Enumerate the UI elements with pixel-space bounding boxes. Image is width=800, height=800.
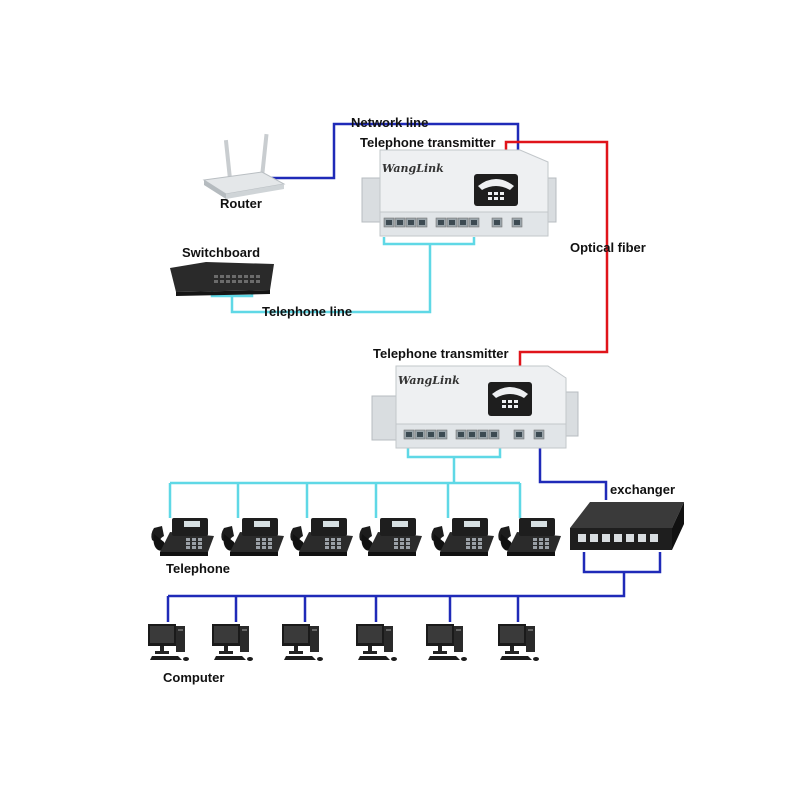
telephone-group <box>151 518 561 556</box>
brand-logo-bottom: WangLink <box>398 374 460 387</box>
desk-phone-icon <box>498 518 561 556</box>
telephone-transmitter-bottom: WangLink <box>372 366 578 448</box>
desktop-computer-icon <box>212 624 253 661</box>
network-line-label: Network line <box>351 115 428 130</box>
transmitter-bottom-label: Telephone transmitter <box>373 346 509 361</box>
brand-logo-top: WangLink <box>382 162 444 175</box>
network-line-computers <box>168 552 660 622</box>
desktop-computer-icon <box>356 624 397 661</box>
telephone-icon-bottom <box>488 382 532 416</box>
desktop-computer-icon <box>282 624 323 661</box>
desktop-computer-icon <box>498 624 539 661</box>
switchboard-icon <box>170 262 274 296</box>
telephone-transmitter-top: WangLink <box>362 150 556 236</box>
telephone-line-label: Telephone line <box>262 304 352 319</box>
transmitter-top-label: Telephone transmitter <box>360 135 496 150</box>
router-icon <box>204 134 284 199</box>
exchanger-label: exchanger <box>610 482 675 497</box>
telephone-icon-top <box>474 174 518 206</box>
desktop-computer-icon <box>426 624 467 661</box>
network-switch-icon <box>570 502 684 550</box>
desk-phone-icon <box>290 518 353 556</box>
desktop-computer-icon <box>148 624 189 661</box>
computer-label: Computer <box>163 670 224 685</box>
desk-phone-icon <box>359 518 422 556</box>
optical-fiber-label: Optical fiber <box>570 240 646 255</box>
desk-phone-icon <box>151 518 214 556</box>
switchboard-label: Switchboard <box>182 245 260 260</box>
network-line-exchanger <box>540 447 606 500</box>
desk-phone-icon <box>221 518 284 556</box>
telephone-line-bottom <box>170 447 520 518</box>
computer-group <box>148 624 539 661</box>
desk-phone-icon <box>431 518 494 556</box>
router-label: Router <box>220 196 262 211</box>
telephone-label: Telephone <box>166 561 230 576</box>
